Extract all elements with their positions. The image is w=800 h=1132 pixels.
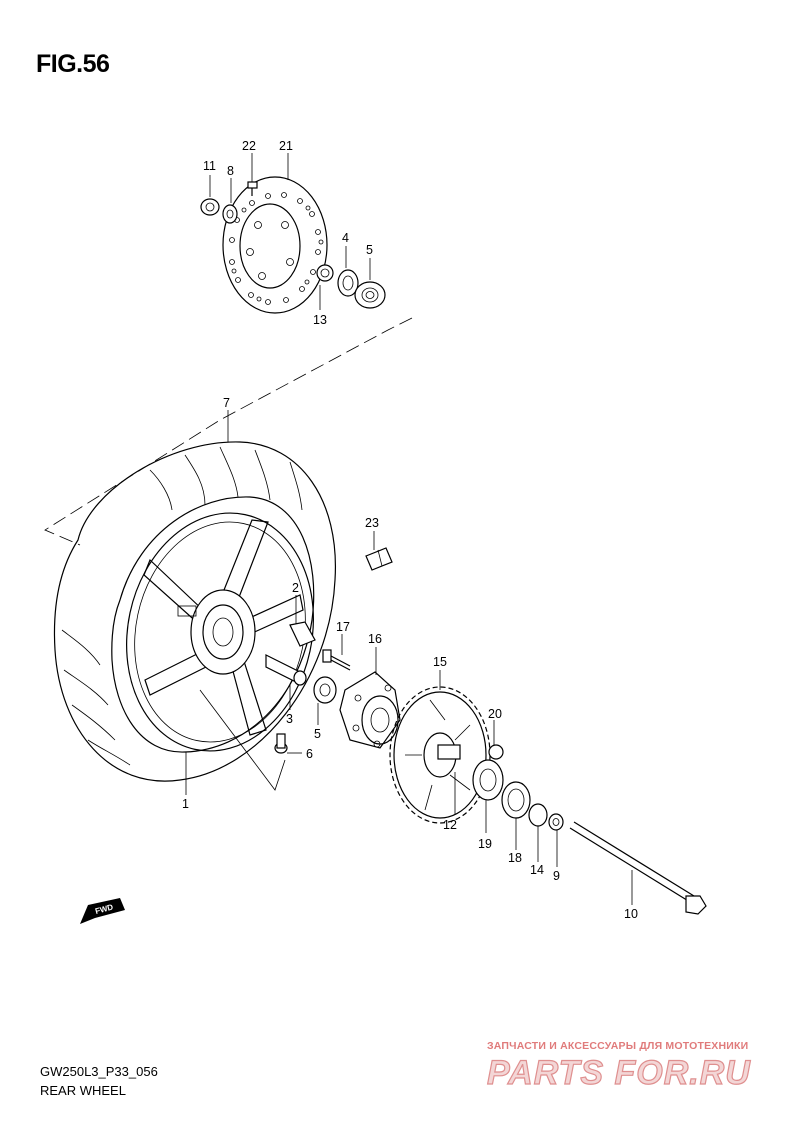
- sprocket-nut-part[interactable]: [488, 744, 504, 760]
- valve-part[interactable]: [274, 733, 288, 754]
- watermark-logo: PARTS FOR.RU: [486, 1053, 751, 1092]
- forward-arrow-icon: FWD: [80, 898, 125, 924]
- callout-1: 1: [182, 797, 189, 811]
- disc-washer-part[interactable]: [222, 204, 238, 224]
- rear-wheel-part[interactable]: [53, 441, 337, 782]
- callout-13: 13: [313, 313, 327, 327]
- callout-16: 16: [368, 632, 382, 646]
- bearing-part[interactable]: [313, 676, 337, 704]
- callout-23: 23: [365, 516, 379, 530]
- callout-11: 11: [203, 159, 216, 173]
- callout-21: 21: [279, 139, 293, 153]
- callout-8: 8: [227, 164, 234, 178]
- hub-spacer-part[interactable]: [265, 654, 307, 686]
- damper-part[interactable]: [289, 621, 316, 647]
- callout-20: 20: [488, 707, 502, 721]
- axle-washer-part[interactable]: [548, 813, 564, 831]
- rear-axle-part[interactable]: [569, 821, 707, 915]
- callout-5a: 5: [366, 243, 373, 257]
- watermark-tagline: ЗАПЧАСТИ И АКСЕССУАРЫ ДЛЯ МОТОТЕХНИКИ: [487, 1040, 749, 1052]
- callout-12: 12: [443, 818, 457, 832]
- sprocket-mount-part[interactable]: [339, 671, 401, 749]
- oil-seal-part[interactable]: [501, 781, 531, 819]
- spacer-part[interactable]: [316, 264, 334, 282]
- diagram-code: GW250L3_P33_056: [40, 1064, 158, 1079]
- spacer-part[interactable]: [528, 803, 548, 827]
- callout-17: 17: [336, 620, 350, 634]
- callout-2: 2: [292, 581, 299, 595]
- figure-title: FIG.56: [36, 50, 110, 78]
- bearing-part[interactable]: [472, 759, 504, 801]
- callout-14: 14: [530, 863, 544, 877]
- callout-4: 4: [342, 231, 349, 245]
- callout-3: 3: [286, 712, 293, 726]
- callout-22: 22: [242, 139, 256, 153]
- callout-15: 15: [433, 655, 447, 669]
- callout-18: 18: [508, 851, 522, 865]
- brake-disc-part[interactable]: [222, 176, 328, 314]
- sprocket-part[interactable]: [389, 686, 491, 824]
- oil-seal-part[interactable]: [337, 269, 359, 297]
- bearing-part[interactable]: [354, 281, 386, 309]
- callout-6: 6: [306, 747, 313, 761]
- callout-7: 7: [223, 396, 230, 410]
- callout-9: 9: [553, 869, 560, 883]
- disc-nut-part[interactable]: [200, 198, 220, 216]
- callout-5b: 5: [314, 727, 321, 741]
- clip-part[interactable]: [365, 547, 393, 571]
- disc-bolt-part[interactable]: [247, 181, 258, 196]
- diagram-name: REAR WHEEL: [40, 1083, 126, 1098]
- callout-19: 19: [478, 837, 492, 851]
- stud-bolt-part[interactable]: [322, 649, 351, 671]
- callout-10: 10: [624, 907, 638, 921]
